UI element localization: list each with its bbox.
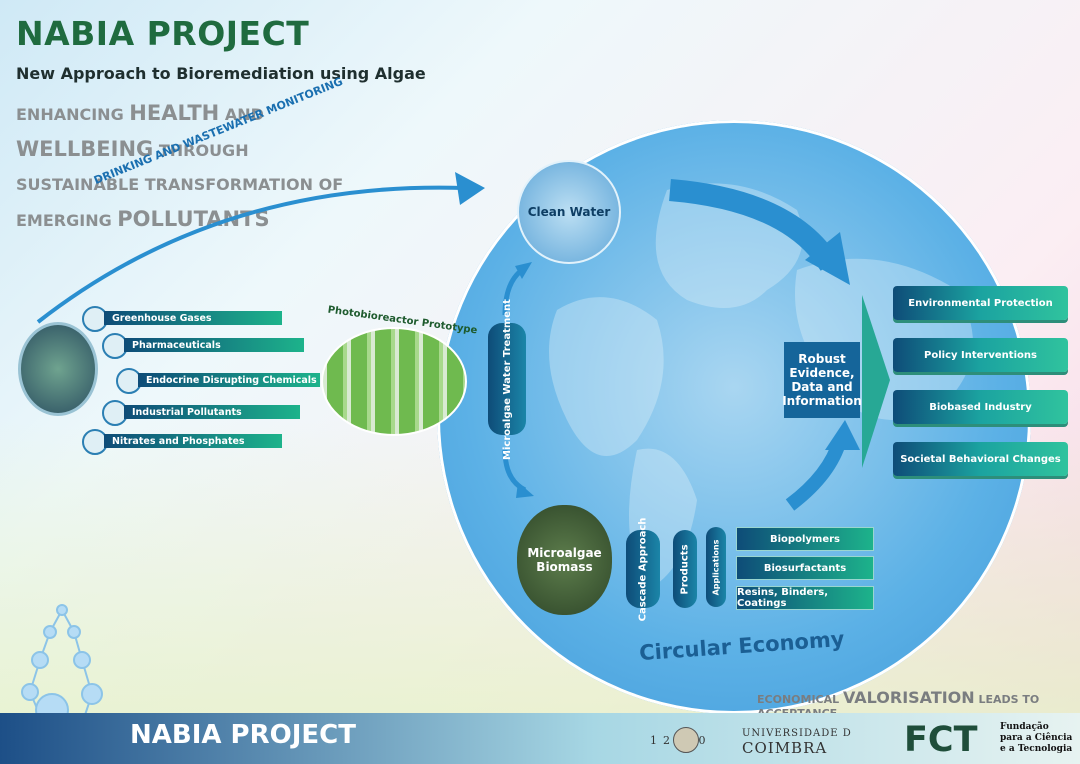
clean-water-node: Clean Water bbox=[517, 160, 621, 264]
tagline-segment: HEALTH bbox=[129, 101, 220, 125]
water-treatment-box: Microalgae Water Treatment bbox=[488, 299, 526, 459]
application-item: Biopolymers bbox=[736, 527, 874, 551]
tagline-segment: TRANSFORMATION bbox=[144, 175, 314, 194]
robust-evidence-box: Robust Evidence, Data and Information bbox=[782, 342, 862, 418]
cascade-box: Cascade Approach bbox=[626, 517, 660, 621]
pollutant-item: Industrial Pollutants bbox=[124, 405, 300, 419]
cascade-label: Cascade Approach bbox=[637, 517, 649, 621]
pollutant-icon bbox=[102, 333, 128, 359]
application-item: Biosurfactants bbox=[736, 556, 874, 580]
valorisation-pre: ECONOMICAL bbox=[757, 693, 843, 706]
photobioreactor-image bbox=[321, 327, 467, 436]
valorisation-big: VALORISATION bbox=[842, 688, 975, 707]
footer-bar bbox=[0, 713, 1080, 764]
pollutant-icon bbox=[82, 306, 108, 332]
tagline-segment: OF EMERGING bbox=[16, 175, 344, 230]
outcome-item: Policy Interventions bbox=[893, 338, 1068, 372]
applications-box: Applications bbox=[706, 527, 726, 607]
pollutant-item: Pharmaceuticals bbox=[124, 338, 304, 352]
outcome-item: Societal Behavioral Changes bbox=[893, 442, 1068, 476]
tagline-segment: POLLUTANTS bbox=[117, 207, 270, 231]
footer-title: NABIA PROJECT bbox=[130, 720, 356, 750]
outcome-item: Environmental Protection bbox=[893, 286, 1068, 320]
fct-text-line: para a Ciência bbox=[1000, 733, 1073, 743]
outcome-item: Biobased Industry bbox=[893, 390, 1068, 424]
pollutant-item: Nitrates and Phosphates bbox=[104, 434, 282, 448]
tagline-segment: THROUGH SUSTAINABLE bbox=[16, 141, 249, 194]
products-box: Products bbox=[673, 530, 697, 608]
applications-label: Applications bbox=[711, 539, 721, 595]
tagline-segment: ENHANCING bbox=[16, 105, 130, 124]
biomass-node: Microalgae Biomass bbox=[517, 505, 612, 615]
water-treatment-label: Microalgae Water Treatment bbox=[501, 298, 513, 460]
fct-logo: FCT bbox=[904, 720, 978, 760]
tagline-segment: AND bbox=[219, 105, 264, 124]
products-label: Products bbox=[679, 543, 691, 595]
page-title: NABIA PROJECT bbox=[16, 14, 310, 53]
pollutant-item: Greenhouse Gases bbox=[104, 311, 282, 325]
fct-text-line: Fundação bbox=[1000, 722, 1049, 732]
valorisation-tagline: ECONOMICAL VALORISATION LEADS TO ACCEPTA… bbox=[757, 688, 1080, 720]
tagline: ENHANCING HEALTH AND WELLBEING THROUGH S… bbox=[16, 96, 356, 238]
fct-text-line: e a Tecnologia bbox=[1000, 744, 1073, 754]
university-line2: COIMBRA bbox=[742, 739, 828, 757]
page-subtitle: New Approach to Bioremediation using Alg… bbox=[16, 64, 426, 83]
pollutant-item: Endocrine Disrupting Chemicals bbox=[138, 373, 320, 387]
tagline-segment: WELL bbox=[16, 137, 81, 161]
earth-pollution-illustration bbox=[18, 322, 98, 416]
application-item: Resins, Binders, Coatings bbox=[736, 586, 874, 610]
tagline-segment: BEING bbox=[80, 137, 154, 161]
university-line1: UNIVERSIDADE D bbox=[742, 728, 852, 739]
coimbra-seal-icon bbox=[673, 727, 699, 753]
